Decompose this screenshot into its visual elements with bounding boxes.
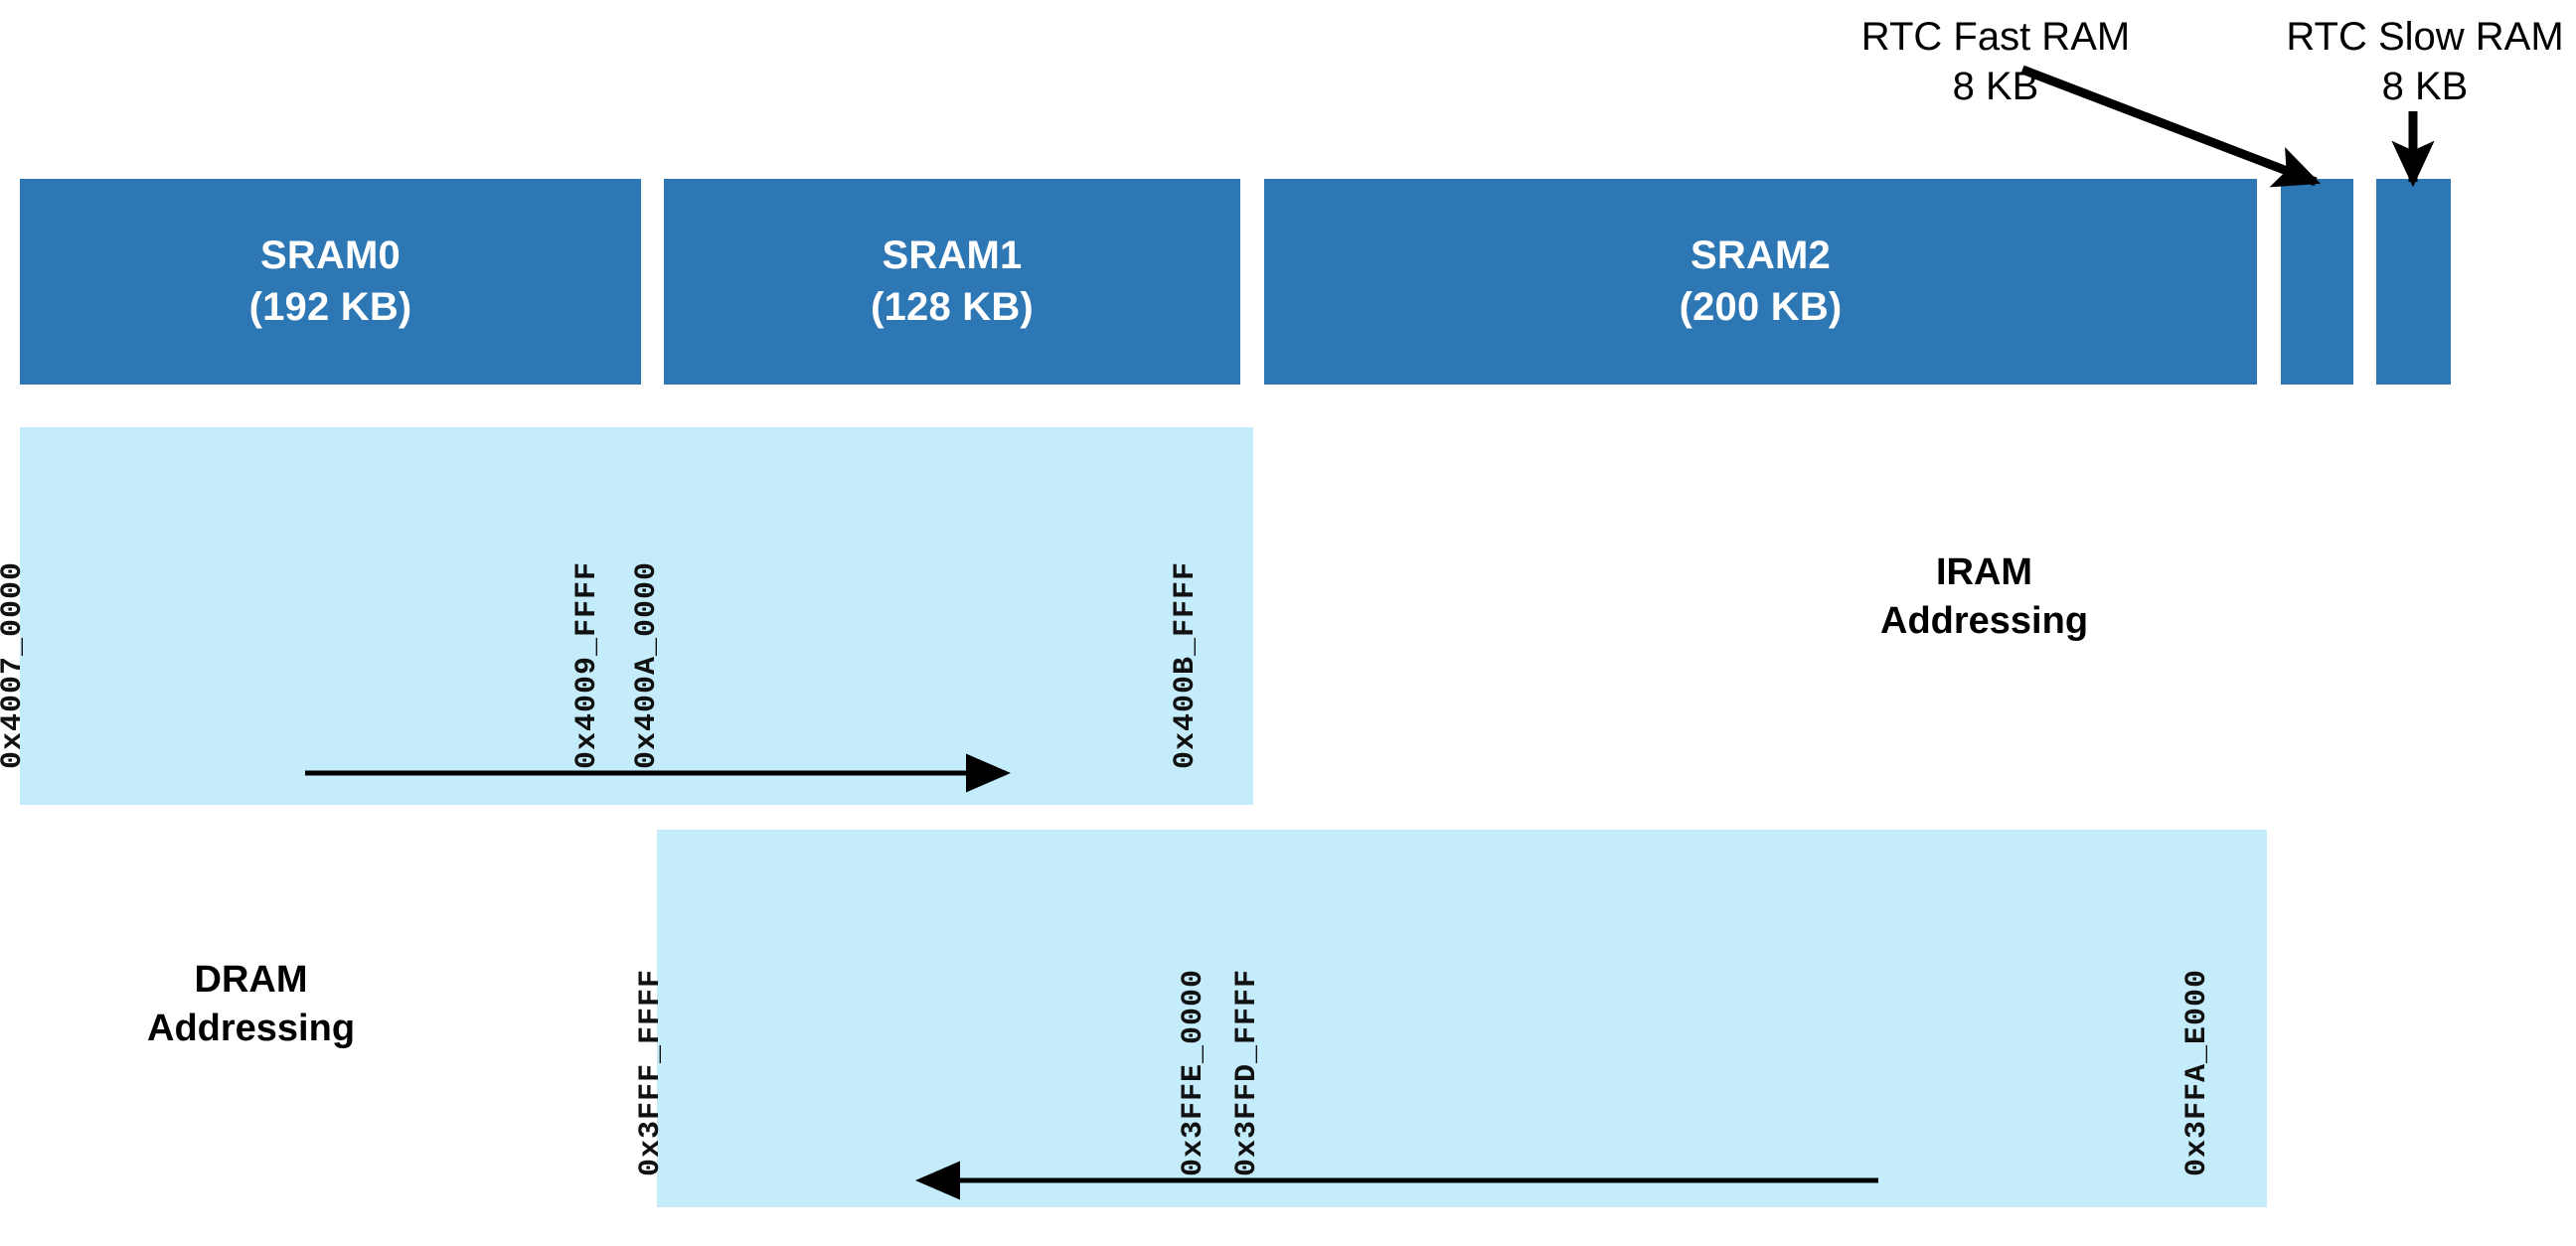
memory-block-size: (192 KB): [248, 284, 412, 329]
iram-caption-line-1: IRAM: [1935, 551, 2033, 593]
memory-block-rtc-slow-ram: [2376, 179, 2451, 385]
callout-rtc-slow-ram: RTC Slow RAM 8 KB: [2276, 12, 2574, 111]
iram-addressing-band: [20, 427, 1253, 805]
dram-addressing-band: [657, 830, 2267, 1207]
callout-line-1: RTC Slow RAM: [2286, 15, 2564, 59]
callout-line-1: RTC Fast RAM: [1860, 15, 2131, 59]
dram-address-label: 0x3FFE_0000: [1177, 968, 1210, 1176]
memory-block-sram2: SRAM2 (200 KB): [1264, 179, 2257, 385]
callout-line-2: 8 KB: [2381, 65, 2469, 108]
dram-address-label: 0x3FFF_FFFF: [634, 968, 668, 1176]
memory-block-name: SRAM1: [882, 234, 1023, 278]
memory-block-name: SRAM2: [1690, 234, 1832, 278]
dram-address-label: 0x3FFD_FFFF: [1230, 968, 1264, 1176]
callout-line-2: 8 KB: [1952, 65, 2039, 108]
iram-address-label: 0x4009_FFFF: [570, 560, 604, 769]
memory-block-name: SRAM0: [259, 234, 402, 278]
iram-addressing-caption: IRAM Addressing: [1880, 548, 2088, 647]
memory-block-size: (128 KB): [871, 284, 1034, 329]
memory-block-sram0: SRAM0 (192 KB): [20, 179, 641, 385]
memory-block-sram1: SRAM1 (128 KB): [664, 179, 1240, 385]
dram-address-label: 0x3FFA_E000: [2180, 968, 2214, 1176]
dram-addressing-caption: DRAM Addressing: [147, 956, 355, 1054]
iram-address-label: 0x4007_0000: [0, 560, 30, 769]
memory-block-size: (200 KB): [1679, 284, 1843, 329]
iram-caption-line-2: Addressing: [1880, 600, 2089, 643]
iram-address-label: 0x400B_FFFF: [1169, 560, 1203, 769]
callout-rtc-fast-ram: RTC Fast RAM 8 KB: [1847, 12, 2145, 111]
dram-caption-line-2: Addressing: [147, 1008, 356, 1050]
iram-address-label: 0x400A_0000: [630, 560, 664, 769]
memory-block-rtc-fast-ram: [2281, 179, 2353, 385]
dram-caption-line-1: DRAM: [194, 959, 308, 1001]
